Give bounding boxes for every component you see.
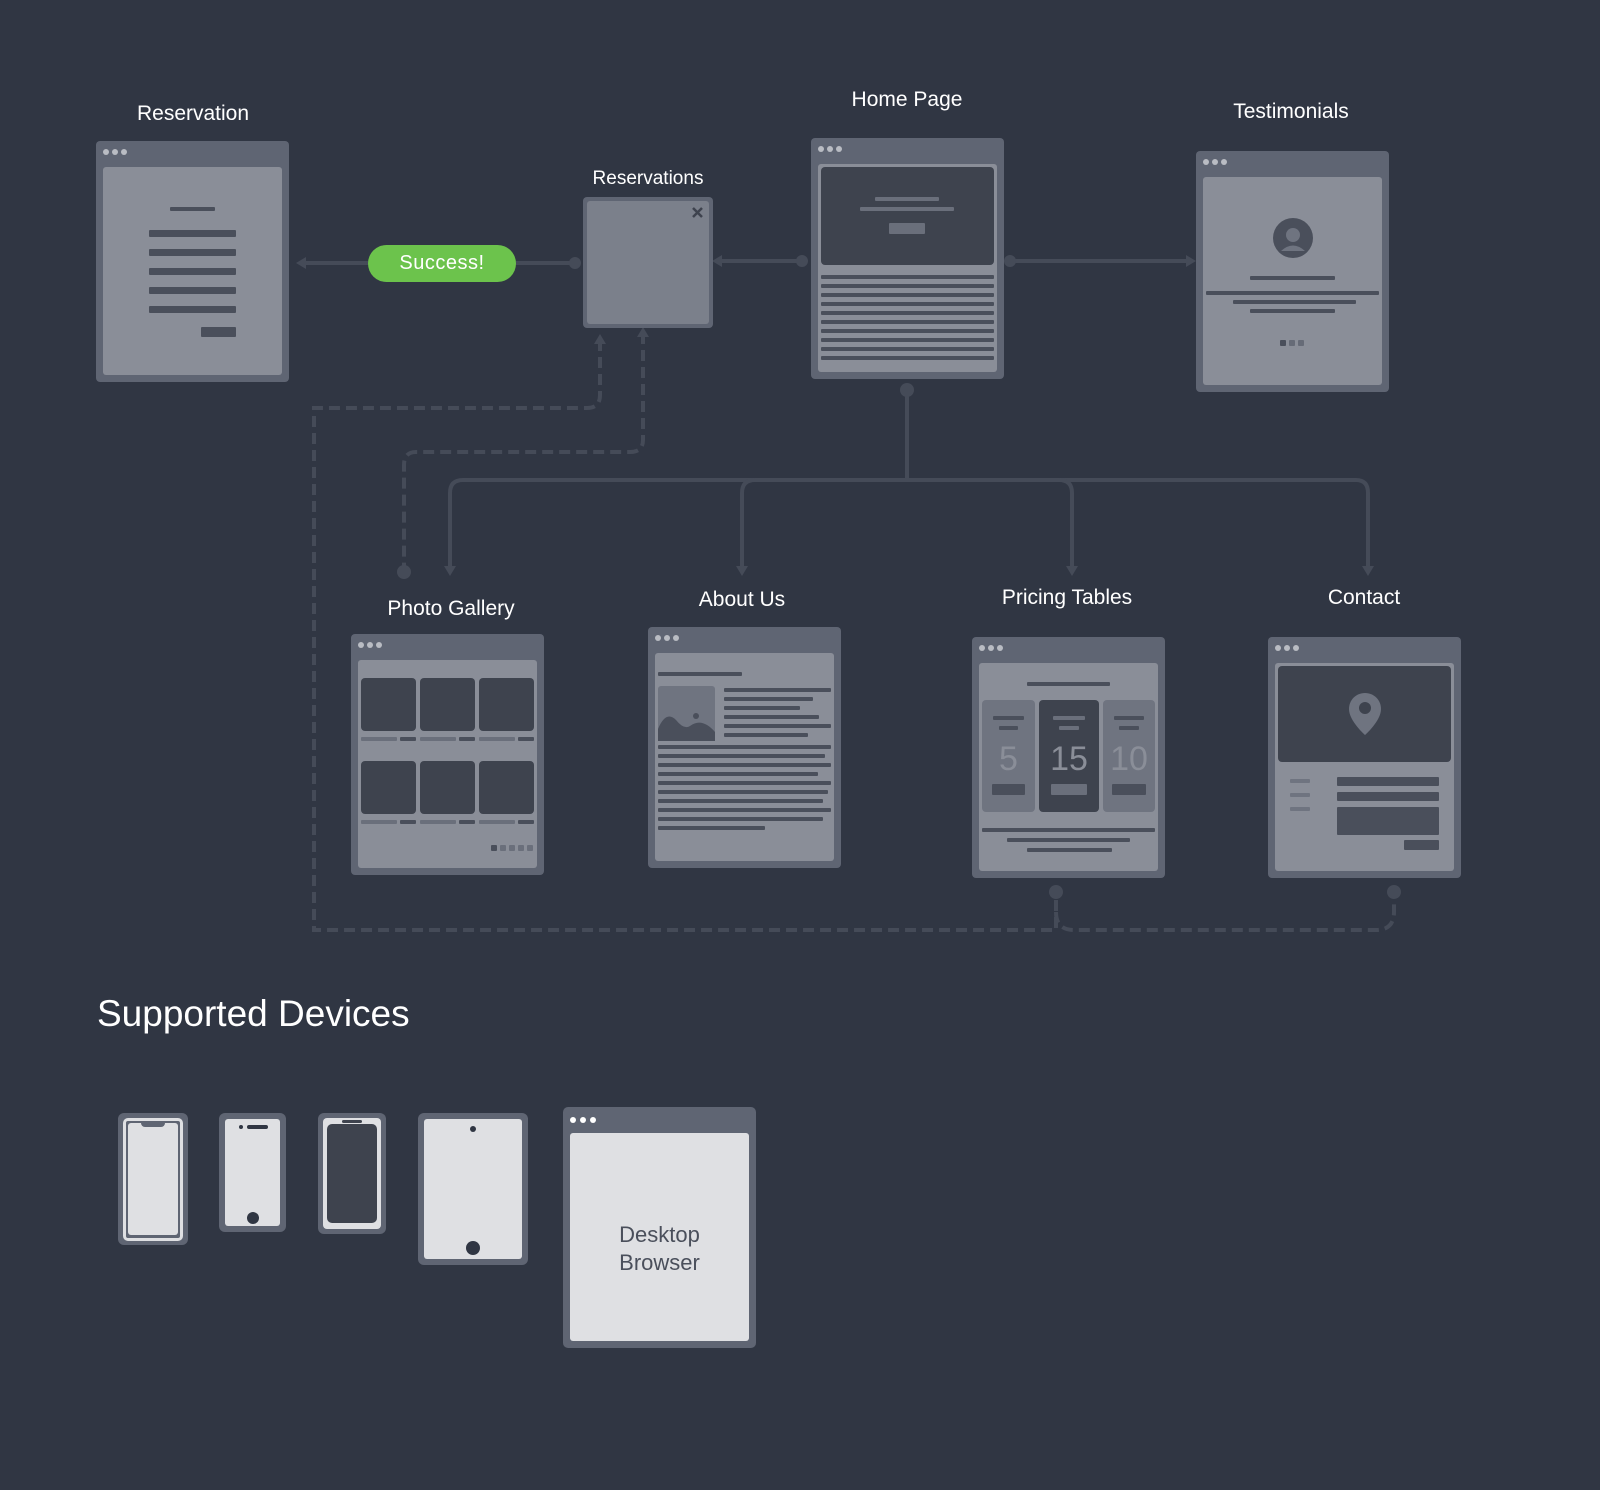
connector-endpoints: [296, 255, 1374, 576]
dashed-connectors: [312, 333, 1396, 932]
price-value: 15: [1050, 740, 1088, 778]
reservation-page-wireframe: [96, 141, 289, 382]
desktop-browser-device: Desktop Browser: [563, 1107, 756, 1348]
window-dots-icon: [818, 146, 842, 153]
hero-block: [821, 167, 994, 265]
window-dots-icon: [1275, 645, 1299, 652]
photo-gallery-page-wireframe: [351, 634, 544, 875]
supported-devices-heading: Supported Devices: [97, 993, 410, 1034]
reservation-page-title: Reservation: [136, 102, 250, 125]
image-placeholder-icon: [658, 686, 715, 741]
desktop-label-line1: Desktop: [619, 1222, 700, 1247]
home-page-wireframe: [811, 138, 1004, 379]
price-value: 10: [1110, 740, 1148, 778]
price-card: 10: [1103, 700, 1155, 812]
phone-dark-device-icon: [318, 1113, 386, 1234]
pricing-tables-page-wireframe: 5 15 10: [972, 637, 1165, 878]
contact-page-wireframe: [1268, 637, 1461, 878]
price-card: 15: [1039, 700, 1099, 812]
about-us-page-wireframe: [648, 627, 841, 868]
reservations-modal-wireframe: [583, 197, 713, 328]
map-pin-icon: [1349, 693, 1381, 735]
pricing-tables-page-title: Pricing Tables: [1001, 586, 1133, 609]
price-card: 5: [982, 700, 1035, 812]
close-icon: [692, 207, 703, 218]
reservations-modal-title: Reservations: [592, 168, 704, 189]
contact-page-title: Contact: [1327, 586, 1401, 609]
desktop-browser-label: Desktop Browser: [570, 1221, 749, 1277]
user-avatar-icon: [1273, 218, 1313, 258]
window-dots-icon: [570, 1117, 596, 1123]
window-dots-icon: [103, 149, 127, 156]
testimonials-page-title: Testimonials: [1233, 100, 1349, 123]
map-block: [1278, 666, 1451, 762]
tablet-device-icon: [418, 1113, 528, 1265]
dashed-endpoints: [397, 327, 1401, 899]
window-dots-icon: [358, 642, 382, 649]
window-dots-icon: [655, 635, 679, 642]
phone-notch-device-icon: [118, 1113, 188, 1245]
home-page-title: Home Page: [851, 88, 963, 111]
success-badge: Success!: [368, 245, 516, 282]
desktop-label-line2: Browser: [619, 1250, 700, 1275]
about-us-page-title: About Us: [698, 588, 786, 611]
window-dots-icon: [1203, 159, 1227, 166]
testimonials-page-wireframe: [1196, 151, 1389, 392]
phone-classic-device-icon: [219, 1113, 286, 1232]
solid-connectors: [300, 259, 1370, 570]
photo-gallery-page-title: Photo Gallery: [387, 597, 515, 620]
price-value: 5: [999, 740, 1018, 778]
window-dots-icon: [979, 645, 1003, 652]
